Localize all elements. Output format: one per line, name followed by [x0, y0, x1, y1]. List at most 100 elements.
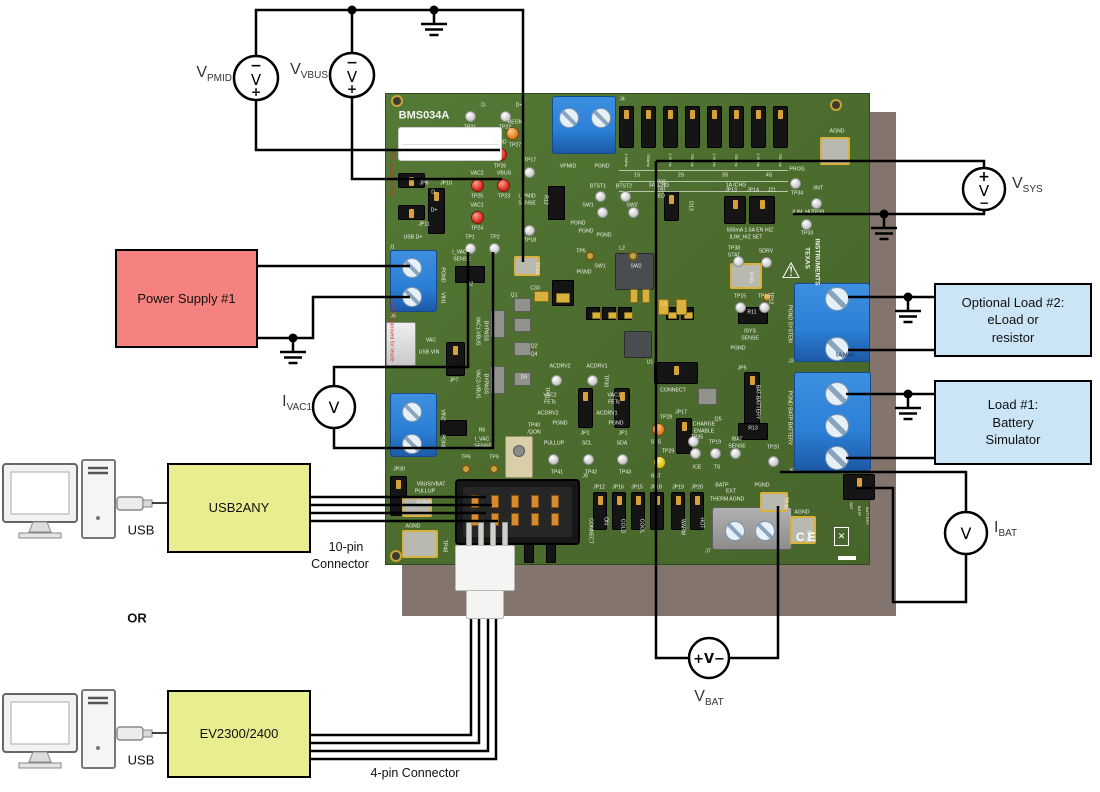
wire: [311, 619, 473, 737]
jumper: [614, 388, 630, 428]
wire: [350, 97, 502, 181]
jumper-shunt: [409, 177, 414, 186]
test-point-white: [464, 242, 476, 254]
jumper: [707, 106, 722, 148]
ground-symbol: [895, 297, 921, 324]
ivac1-meter-label: IVAC1: [282, 393, 312, 414]
micro-usb-connector: [386, 322, 416, 366]
capacitor: [630, 289, 638, 303]
usb-stick-icon: [116, 496, 167, 511]
svg-text:V: V: [329, 398, 340, 417]
jumper: [664, 191, 679, 221]
vpmid-meter-label: VPMID: [196, 64, 232, 85]
test-point-white: [499, 110, 511, 122]
jumper-shunt: [675, 496, 681, 505]
jumper-shunt: [681, 422, 687, 431]
jumper-shunt: [646, 110, 651, 119]
jumper-shunt: [434, 192, 439, 201]
smd-component: [514, 372, 531, 386]
wire: [793, 210, 986, 216]
four-pin-cable-connector: [455, 545, 515, 591]
test-point-white: [758, 301, 770, 313]
load1-line3: Simulator: [985, 432, 1041, 448]
vbat-meter-label: VBAT: [694, 688, 724, 709]
svg-text:V: V: [251, 71, 262, 89]
jumper: [619, 106, 634, 148]
terminal-screw: [825, 414, 849, 438]
jumper-shunt: [635, 496, 641, 505]
smd-component: [548, 186, 565, 220]
ten-pin-connector-label-line2: Connector: [311, 557, 369, 571]
wire: [254, 8, 525, 262]
terminal-screw: [825, 446, 849, 470]
wire: [311, 619, 481, 745]
svg-text:+: +: [251, 85, 261, 99]
test-point-white: [789, 177, 801, 189]
svg-text:−: −: [250, 58, 262, 74]
svg-text:+: +: [347, 82, 357, 96]
terminal-screw: [559, 108, 579, 128]
test-point-gold: [461, 464, 471, 474]
jumper: [744, 372, 760, 424]
jumper: [631, 492, 645, 530]
test-point-red: [496, 178, 510, 192]
svg-text:V: V: [347, 68, 358, 86]
jumper-shunt: [856, 478, 862, 487]
test-point-white: [582, 453, 594, 465]
jumper-shunt: [778, 110, 783, 119]
svg-text:−: −: [979, 196, 989, 210]
jumper-shunt: [616, 496, 622, 505]
voltmeter-symbol: −V+: [232, 54, 280, 102]
smd-component: [738, 423, 768, 440]
smd-component: [698, 388, 717, 405]
jumper-shunt: [624, 110, 629, 119]
jumper-shunt: [712, 110, 717, 119]
jumper-shunt: [690, 110, 695, 119]
usb2any-label: USB2ANY: [208, 500, 270, 516]
load1-battery-simulator-box: Load #1: Battery Simulator: [934, 380, 1092, 465]
test-point-white: [594, 190, 606, 202]
jumper-shunt: [734, 110, 739, 119]
four-pin-cable-connector-lower: [466, 590, 504, 619]
smd-component: [514, 342, 531, 356]
test-point-white: [732, 255, 744, 267]
jumper-shunt: [597, 496, 603, 505]
thermal-warning-icon: ⚠: [781, 258, 801, 283]
ground-symbol: [280, 338, 306, 365]
wire: [654, 161, 689, 660]
mounting-hole: [390, 550, 402, 562]
jumper: [654, 362, 698, 384]
or-label: OR: [127, 610, 147, 626]
jumper-shunt: [583, 392, 588, 401]
load2-line2: eLoad or: [987, 312, 1039, 328]
wire: [311, 619, 490, 753]
terminal-screw: [402, 402, 422, 422]
terminal-screw: [591, 108, 611, 128]
ten-pin-connector-label-line1: 10-pin: [328, 540, 364, 554]
voltmeter-symbol: V: [943, 510, 989, 556]
mounting-hole: [830, 99, 842, 111]
test-point-gold: [585, 251, 595, 261]
jumper-shunt: [453, 346, 458, 355]
terminal-block: [552, 96, 616, 154]
optional-load2-box: Optional Load #2: eLoad or resistor: [934, 283, 1092, 357]
solder-pad: [790, 516, 816, 544]
jumper: [398, 205, 425, 220]
test-point-white: [627, 206, 639, 218]
header-pin: [551, 513, 559, 526]
capacitor: [624, 312, 633, 319]
capacitor: [668, 312, 677, 319]
load2-line3: resistor: [991, 329, 1035, 345]
ic-component: [624, 331, 652, 358]
test-point-white: [800, 218, 812, 230]
test-point-white: [586, 374, 598, 386]
vsys-meter-label: VSYS: [1012, 175, 1043, 196]
capacitor: [534, 291, 549, 302]
silk-table-line: [619, 181, 788, 182]
terminal-block: [390, 250, 437, 312]
power-supply-label: Power Supply #1: [137, 290, 236, 306]
desktop-computer-icon: [2, 459, 167, 539]
jumper-shunt: [619, 392, 625, 401]
